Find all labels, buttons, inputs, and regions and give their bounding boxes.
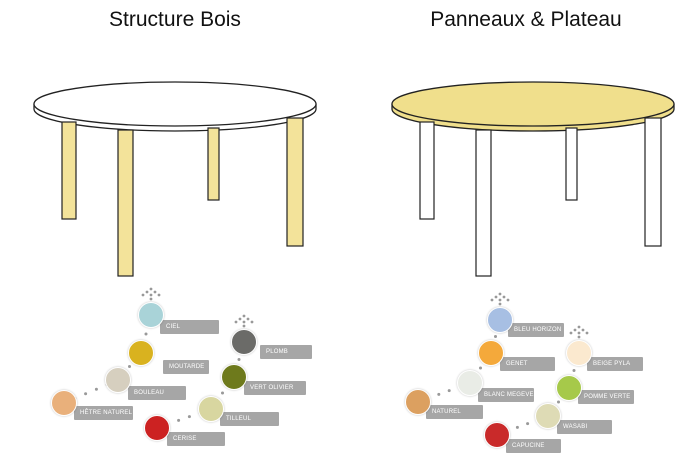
dot [242, 324, 246, 328]
title-structure-bois: Structure Bois [109, 8, 241, 31]
tabletop [33, 81, 317, 127]
dot [221, 391, 224, 395]
dot [502, 295, 506, 299]
swatch-label: Naturel [426, 405, 483, 419]
color-swatch [128, 340, 154, 366]
dot [153, 290, 157, 294]
dot [145, 290, 149, 294]
dot [157, 293, 161, 297]
table-leg [117, 129, 134, 277]
swatch-label: Bouleau [128, 386, 186, 400]
dot [506, 298, 510, 302]
dot [577, 331, 581, 335]
table-leg [644, 117, 662, 247]
title-panneaux-plateau: Panneaux & Plateau [430, 8, 622, 31]
color-swatch [198, 396, 224, 422]
swatch-label: Vert Olivier [244, 381, 306, 395]
color-swatch [221, 364, 247, 390]
dot [479, 366, 482, 370]
dot [128, 365, 131, 368]
dot [515, 425, 519, 429]
swatch-label: Genet [500, 357, 555, 371]
swatch-label: Capucine [506, 439, 561, 453]
dot [498, 302, 502, 306]
color-swatch [231, 329, 257, 355]
dot [557, 400, 560, 404]
dot [242, 320, 246, 324]
dot [585, 331, 589, 335]
dot [238, 317, 242, 321]
table-leg [565, 127, 578, 201]
tabletop [391, 81, 675, 127]
swatch-label: Plomb [260, 345, 312, 359]
table-leg [207, 127, 220, 201]
dot [177, 418, 181, 422]
dot [494, 335, 497, 338]
dot [250, 320, 254, 324]
dot [144, 332, 148, 336]
swatch-label: Pomme Verte [578, 390, 634, 404]
table-panneaux-plateau [391, 81, 675, 277]
dot [490, 298, 494, 302]
table-leg [61, 121, 77, 220]
dot [577, 335, 581, 339]
dot [242, 314, 246, 318]
table-leg [475, 129, 492, 277]
color-swatch [105, 367, 131, 393]
table-leg [286, 117, 304, 247]
color-swatch [405, 389, 431, 415]
color-swatch [556, 375, 582, 401]
color-swatch [484, 422, 510, 448]
dot [437, 392, 441, 396]
dot [498, 298, 502, 302]
dot [572, 369, 576, 372]
color-swatch [138, 302, 164, 328]
dot [573, 328, 577, 332]
dot [149, 297, 153, 301]
color-swatch [478, 340, 504, 366]
swatch-label: Cerise [167, 432, 225, 446]
dot [237, 358, 241, 361]
dot [149, 293, 153, 297]
color-swatch [487, 307, 513, 333]
dot [494, 295, 498, 299]
swatch-label: Moutarde [163, 360, 209, 374]
color-swatch [535, 403, 561, 429]
dot [581, 328, 585, 332]
dot [84, 392, 88, 396]
table-leg [419, 121, 435, 220]
dot [447, 389, 451, 393]
dot [569, 331, 573, 335]
swatch-label: Ciel [160, 320, 219, 334]
table-structure-bois [33, 81, 317, 277]
color-swatch [566, 340, 592, 366]
dot [141, 293, 145, 297]
connector-dots [73, 287, 589, 433]
dot [94, 387, 98, 391]
swatch-label: Beige Pyla [587, 357, 643, 371]
dot [187, 415, 191, 419]
swatch-label: Wasabi [557, 420, 612, 434]
swatch-label: Hêtre Naturel [74, 406, 133, 420]
dot [234, 320, 238, 324]
dot [149, 287, 153, 291]
color-swatch [457, 370, 483, 396]
dot [526, 422, 530, 426]
color-swatch [144, 415, 170, 441]
swatch-label: Bleu Horizon [508, 323, 564, 337]
dot [577, 325, 581, 329]
swatch-label: Tilleul [220, 412, 279, 426]
swatch-label: Blanc Megeve [478, 388, 534, 402]
color-swatch [51, 390, 77, 416]
dot [498, 292, 502, 296]
dot [246, 317, 250, 321]
